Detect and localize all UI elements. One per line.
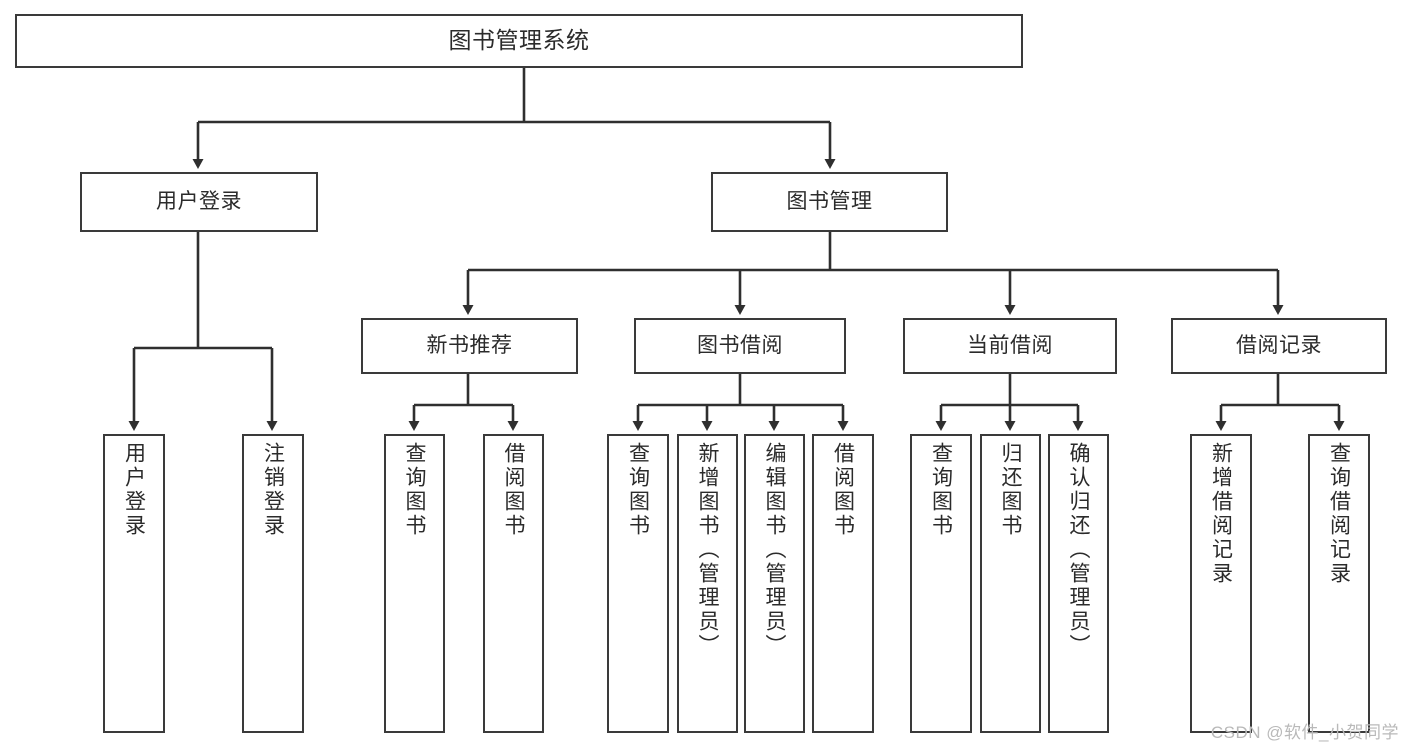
leaf-query-borrow-record[interactable]: 查询借阅记录 xyxy=(1308,434,1370,733)
node-user-login[interactable]: 用户登录 xyxy=(80,172,318,232)
node-label: 借阅记录 xyxy=(1236,333,1322,357)
leaf-borrow-book[interactable]: 借阅图书 xyxy=(812,434,874,733)
node-label: 确认归还（管理员） xyxy=(1067,442,1090,658)
node-label: 新增借阅记录 xyxy=(1209,442,1233,586)
node-label: 借阅图书 xyxy=(831,442,855,538)
node-label: 编辑图书（管理员） xyxy=(763,442,786,658)
leaf-add-borrow-record[interactable]: 新增借阅记录 xyxy=(1190,434,1252,733)
node-label: 用户登录 xyxy=(156,189,242,213)
leaf-return-book[interactable]: 归还图书 xyxy=(980,434,1041,733)
node-label: 图书管理 xyxy=(786,189,873,213)
node-label: 用户登录 xyxy=(122,442,146,538)
leaf-query-book-rec[interactable]: 查询图书 xyxy=(384,434,445,733)
leaf-confirm-return-admin[interactable]: 确认归还（管理员） xyxy=(1048,434,1109,733)
node-label: 查询图书 xyxy=(626,442,650,538)
leaf-query-book-current[interactable]: 查询图书 xyxy=(910,434,972,733)
leaf-add-book-admin[interactable]: 新增图书（管理员） xyxy=(677,434,738,733)
node-book-management[interactable]: 图书管理 xyxy=(711,172,948,232)
leaf-logout-login[interactable]: 注销登录 xyxy=(242,434,304,733)
node-label: 新增图书（管理员） xyxy=(696,442,719,658)
leaf-edit-book-admin[interactable]: 编辑图书（管理员） xyxy=(744,434,805,733)
node-borrow-record[interactable]: 借阅记录 xyxy=(1171,318,1387,374)
node-new-book-recommendation[interactable]: 新书推荐 xyxy=(361,318,578,374)
node-label: 新书推荐 xyxy=(426,333,513,357)
node-book-borrow[interactable]: 图书借阅 xyxy=(634,318,846,374)
leaf-user-login[interactable]: 用户登录 xyxy=(103,434,165,733)
watermark-text: CSDN @软件_小贺同学 xyxy=(1210,723,1399,742)
node-label: 图书借阅 xyxy=(697,333,783,357)
node-label: 查询图书 xyxy=(403,442,426,538)
node-label: 当前借阅 xyxy=(967,333,1053,357)
leaf-query-book-borrow[interactable]: 查询图书 xyxy=(607,434,669,733)
node-label: 图书管理系统 xyxy=(448,27,590,54)
node-label: 注销登录 xyxy=(261,442,285,538)
node-current-borrow[interactable]: 当前借阅 xyxy=(903,318,1117,374)
node-label: 查询图书 xyxy=(929,442,953,538)
node-label: 查询借阅记录 xyxy=(1327,442,1351,586)
node-root-system[interactable]: 图书管理系统 xyxy=(15,14,1023,68)
node-label: 借阅图书 xyxy=(502,442,525,538)
leaf-borrow-book-rec[interactable]: 借阅图书 xyxy=(483,434,544,733)
node-label: 归还图书 xyxy=(999,442,1022,538)
